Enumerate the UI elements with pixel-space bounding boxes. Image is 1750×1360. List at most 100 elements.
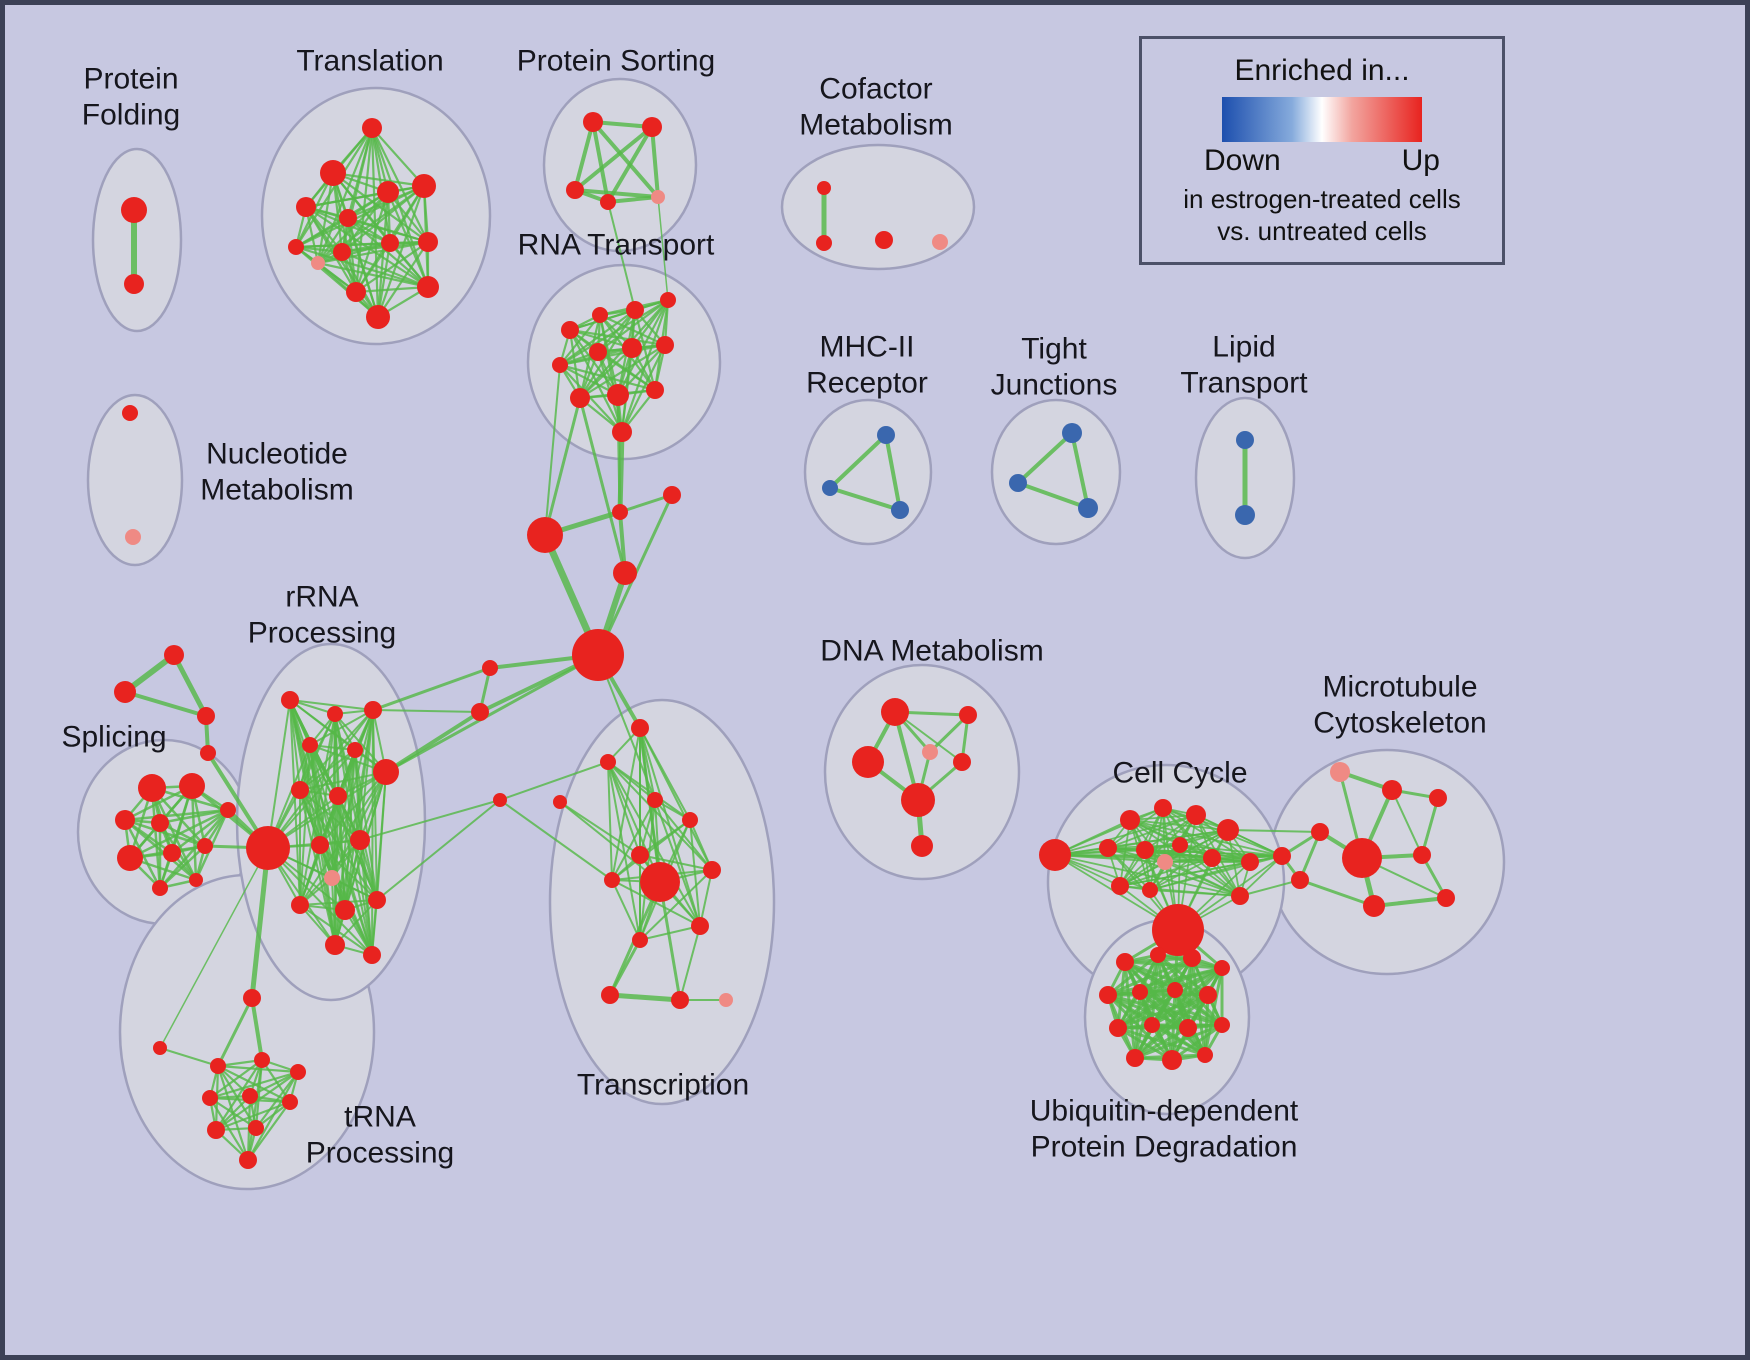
- edge-u12-u14: [1170, 1023, 1224, 1062]
- edge-u8-u10: [1150, 993, 1210, 1027]
- edge-b6-rr3: [371, 666, 492, 712]
- cluster-label-rna-transport: RNA Transport: [518, 229, 715, 262]
- edge-s2-s10: [190, 784, 198, 882]
- edge-tr2-rr9: [159, 847, 269, 1049]
- edge-rr8-rr14: [337, 795, 346, 911]
- node-b8: [493, 793, 507, 807]
- edge-tr2-tr3: [159, 1047, 219, 1067]
- legend-subtitle-line1: in estrogen-treated cells: [1183, 184, 1461, 214]
- node-t3: [296, 197, 316, 217]
- node-tc9: [703, 861, 721, 879]
- node-mt8: [1363, 895, 1385, 917]
- node-rt8: [656, 336, 674, 354]
- edge-b7-rr3: [372, 709, 481, 713]
- legend-up-label: Up: [1401, 144, 1440, 177]
- edge-cc15-cc16: [1239, 855, 1283, 897]
- node-mt4: [1311, 823, 1329, 841]
- node-t1: [320, 160, 346, 186]
- edge-t2-t12: [354, 126, 374, 294]
- edge-tc4-tc6: [639, 799, 656, 856]
- node-d7: [911, 835, 933, 857]
- node-tr3: [210, 1058, 226, 1074]
- edge-u2-u5: [1106, 953, 1160, 997]
- node-u8: [1199, 986, 1217, 1004]
- edge-t2-t10: [370, 126, 430, 244]
- node-rr9: [246, 826, 290, 870]
- node-rr1: [281, 691, 299, 709]
- node-tj1: [1062, 423, 1082, 443]
- edge-tc10-tc13: [679, 925, 701, 1001]
- edge-ps5-rt4: [657, 196, 669, 301]
- node-tc10: [691, 917, 709, 935]
- node-ps1: [583, 112, 603, 132]
- edge-u9-u14: [1116, 1026, 1174, 1062]
- node-rt9: [570, 388, 590, 408]
- cluster-label-protein-sorting: Protein Sorting: [517, 45, 715, 78]
- edge-x1-x3: [123, 690, 208, 718]
- node-b1: [527, 517, 563, 553]
- node-t11: [311, 256, 325, 270]
- node-rr5: [347, 742, 363, 758]
- node-u1: [1116, 953, 1134, 971]
- edge-s4-s5: [158, 808, 230, 825]
- edge-tc4-tc7: [611, 799, 656, 881]
- edge-tc3-tc8: [559, 801, 661, 883]
- node-u15: [1197, 1047, 1213, 1063]
- edge-ps2-ps3: [573, 125, 654, 192]
- edge-tr1-tr3: [216, 996, 254, 1068]
- node-cm2: [816, 235, 832, 251]
- edge-t6-t13: [376, 184, 426, 319]
- node-u3: [1183, 949, 1201, 967]
- node-rr6: [373, 759, 399, 785]
- node-tc14: [719, 993, 733, 1007]
- edge-ps1-ps5: [591, 120, 660, 199]
- node-u6: [1132, 984, 1148, 1000]
- edge-mh2-mh3: [828, 486, 902, 512]
- node-nm1: [122, 405, 138, 421]
- edge-tc2-tc11: [607, 761, 641, 941]
- node-mt2: [1382, 780, 1402, 800]
- edge-b8-tc2: [499, 761, 609, 801]
- node-tc12: [601, 986, 619, 1004]
- edge-t12-t14: [354, 285, 430, 294]
- cluster-ellipse-protein-sorting: [542, 77, 698, 253]
- node-x1: [114, 681, 136, 703]
- edge-cc15-mt7: [1239, 879, 1301, 897]
- node-x4: [200, 745, 216, 761]
- node-u13: [1126, 1049, 1144, 1067]
- node-s10: [189, 873, 203, 887]
- edge-t2-t6: [370, 126, 426, 188]
- edge-rt5-rt12: [558, 363, 624, 434]
- node-s4: [151, 814, 169, 832]
- edge-rr13-rr17: [299, 904, 373, 956]
- node-u14: [1162, 1050, 1182, 1070]
- edge-rt8-rt12: [620, 343, 667, 434]
- edge-rt2-rt9: [578, 313, 602, 400]
- node-mh1: [877, 426, 895, 444]
- node-t8: [333, 243, 351, 261]
- cluster-label-cell-cycle: Cell Cycle: [1112, 757, 1247, 790]
- node-tc4: [647, 792, 663, 808]
- edge-rr6-rr7: [299, 771, 387, 791]
- node-b6: [482, 660, 498, 676]
- edge-b5-rr6: [384, 653, 600, 774]
- node-mt7: [1291, 871, 1309, 889]
- edge-rr12-rr16: [331, 877, 336, 946]
- node-tr6: [202, 1090, 218, 1106]
- node-b5: [572, 629, 624, 681]
- edge-ps2-ps5: [650, 125, 660, 199]
- edge-u12-u13: [1133, 1023, 1224, 1060]
- edge-u7-u12: [1173, 988, 1224, 1027]
- node-cc10: [1203, 849, 1221, 867]
- node-ps2: [642, 117, 662, 137]
- edge-ps1-ps4: [591, 120, 610, 204]
- node-u9: [1109, 1019, 1127, 1037]
- node-tr5: [290, 1064, 306, 1080]
- edge-mt2-mt6: [1391, 789, 1423, 856]
- node-cc5: [1217, 819, 1239, 841]
- legend-end-labels: Down Up: [1204, 144, 1440, 178]
